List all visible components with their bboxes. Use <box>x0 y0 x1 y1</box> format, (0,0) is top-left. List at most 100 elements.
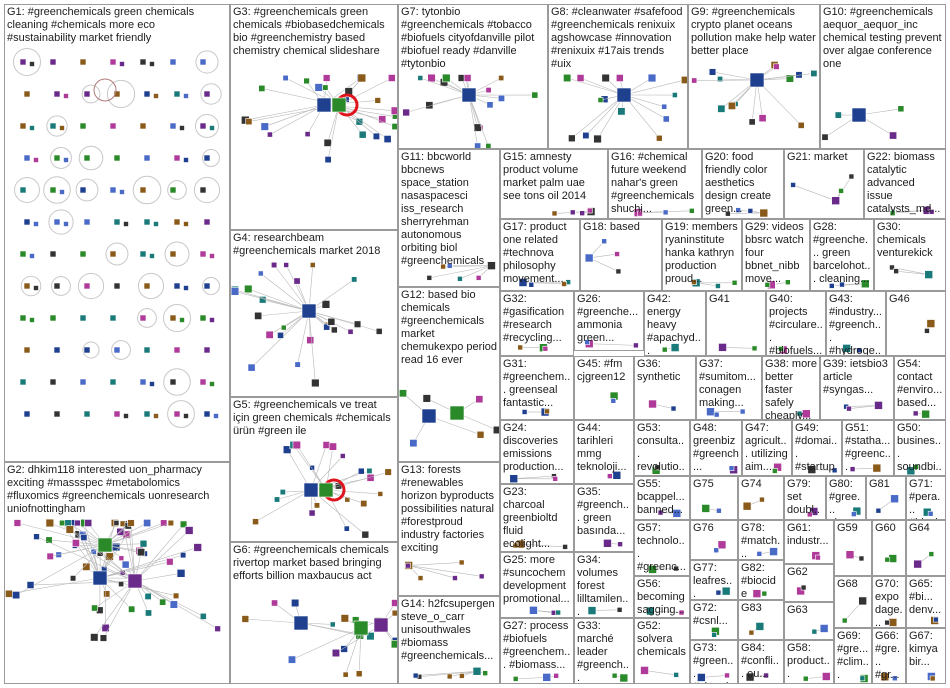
group-label: G40: projects #circulare... #biofuels... <box>769 293 823 356</box>
graph-edge <box>896 270 929 275</box>
graph-node <box>597 97 604 103</box>
graph-node <box>725 210 731 217</box>
graph-node <box>331 97 347 113</box>
graph-node <box>542 673 552 682</box>
group-label: G42: energy heavy #apachyd... <box>647 293 701 356</box>
graph-node <box>199 122 207 130</box>
graph-node <box>839 281 845 288</box>
graph-node <box>118 581 125 588</box>
graph-node <box>277 331 284 339</box>
graph-node <box>724 672 730 679</box>
group-cell-g70: G70: expo dage... <box>872 576 906 628</box>
group-cell-g59: G59 <box>834 520 872 576</box>
graph-node <box>143 410 151 418</box>
group-cell-g82: G82: #biocide #consu... <box>738 560 784 600</box>
graph-node <box>584 339 590 345</box>
graph-node <box>889 210 896 216</box>
group-cell-g68: G68 <box>834 576 872 628</box>
graph-node <box>617 107 626 116</box>
graph-node <box>531 91 539 99</box>
graph-node <box>764 281 771 288</box>
graph-edge <box>308 279 355 312</box>
graph-node <box>119 61 125 67</box>
graph-node <box>661 346 668 353</box>
graph-node <box>209 253 215 259</box>
graph-node <box>79 58 87 66</box>
self-loop <box>12 47 42 77</box>
group-label: G36: synthetic <box>637 358 681 383</box>
graph-node <box>926 319 936 328</box>
graph-node <box>848 173 855 180</box>
graph-edge <box>258 310 310 317</box>
graph-node <box>342 671 349 678</box>
group-label: G57: technolo... #greenc... <box>637 522 686 573</box>
graph-node <box>648 399 657 409</box>
group-label: G22: biomass catalytic advanced issue ca… <box>867 151 941 215</box>
group-label: G49: #domai... #startups #landsc... <box>795 422 838 475</box>
self-loop <box>78 145 104 171</box>
graph-node <box>366 632 375 641</box>
group-label: G71: #pera... #bioci... <box>909 478 941 519</box>
group-cell-g49: G49: #domai... #startups #landsc... <box>792 420 842 476</box>
graph-node <box>492 425 499 435</box>
group-network <box>796 584 807 596</box>
graph-node <box>19 58 27 66</box>
graph-node <box>742 501 752 511</box>
group-cell-g31: G31: #greenchem... greenseal fantastic..… <box>500 356 574 420</box>
graph-node <box>913 559 922 569</box>
group-label: G61: industr... <box>787 522 829 547</box>
self-loop <box>193 176 221 204</box>
group-label: G13: forests #renewables horizon byprodu… <box>401 464 494 554</box>
graph-node <box>344 496 351 503</box>
graph-node <box>402 108 410 117</box>
graph-node <box>486 101 494 109</box>
graph-node <box>476 430 485 439</box>
group-cell-g17: G17: product one related #technova philo… <box>500 219 580 291</box>
group-network <box>512 673 559 682</box>
group-network <box>849 463 882 473</box>
graph-node <box>852 506 862 516</box>
graph-edge <box>520 543 566 548</box>
graph-node <box>257 270 264 277</box>
group-label: G7: tytonbio #greenchemicals #tobacco #b… <box>401 6 535 70</box>
group-cell-g57: G57: technolo... #greenc... <box>634 520 690 576</box>
graph-node <box>169 378 177 386</box>
self-loop <box>132 175 162 205</box>
graph-node <box>772 468 778 474</box>
graph-node <box>330 326 338 334</box>
graph-node <box>749 72 765 88</box>
group-network <box>930 616 939 625</box>
self-loop <box>164 241 190 267</box>
graph-node <box>829 283 835 289</box>
graph-edge <box>571 94 625 139</box>
graph-node <box>647 73 657 83</box>
group-cell-g29: G29: videos bbsrc watch four bbnet_nibb … <box>742 219 810 291</box>
group-network <box>880 672 898 682</box>
graph-edge <box>75 542 136 582</box>
graph-node <box>303 77 310 85</box>
graph-node <box>91 604 98 612</box>
graph-node <box>552 475 558 482</box>
group-label: G39: ietsbio3 article #syngas... <box>823 358 888 396</box>
group-network <box>412 666 488 680</box>
graph-node <box>662 209 669 216</box>
graph-node <box>92 570 108 586</box>
graph-node <box>324 156 332 164</box>
graph-node <box>247 363 256 372</box>
group-cell-g71: G71: #pera... #bioci... <box>906 476 946 520</box>
group-network <box>811 551 821 561</box>
group-cell-g22: G22: biomass catalytic advanced issue ca… <box>864 149 946 219</box>
graph-edge <box>36 536 136 582</box>
group-label: G24: discoveries emissions production... <box>503 422 564 473</box>
graph-edge <box>17 522 106 546</box>
graph-node <box>637 210 643 217</box>
group-label: G8: #cleanwater #safefood #greenchemical… <box>551 6 683 70</box>
graph-edge <box>285 264 310 312</box>
self-loop <box>106 79 136 109</box>
graph-edge <box>248 288 310 312</box>
group-cell-g78: G78: #match... <box>738 520 784 560</box>
graph-node <box>800 584 807 591</box>
group-cell-g79: G79: set doubl... <box>784 476 826 520</box>
group-label: G70: expo dage... <box>875 578 903 628</box>
graph-edge <box>134 580 204 617</box>
